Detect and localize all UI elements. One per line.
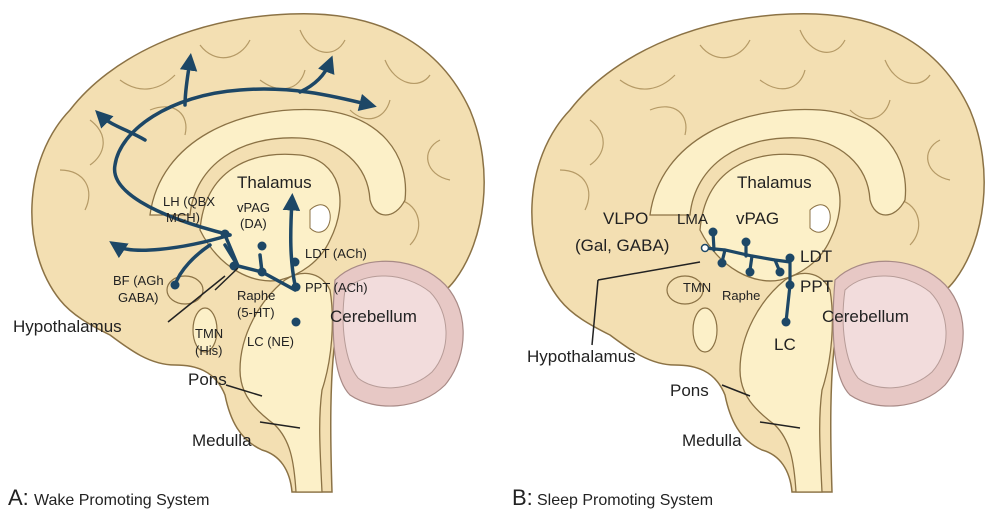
label-b-tmn: TMN	[683, 280, 711, 295]
label-medulla: Medulla	[192, 431, 252, 450]
label-b-vpag: vPAG	[736, 209, 779, 228]
label-b-pons: Pons	[670, 381, 709, 400]
vlpo-nucleus	[702, 245, 709, 252]
label-b-ldt: LDT	[800, 247, 832, 266]
label-pons: Pons	[188, 370, 227, 389]
label-lh-line1: LH (QBX	[163, 194, 215, 209]
label-b-thalamus: Thalamus	[737, 173, 812, 192]
raphe-nucleus	[258, 268, 267, 277]
label-lh-line2: MCH)	[166, 210, 200, 225]
lc-b-nucleus	[782, 318, 791, 327]
tmn-b-nucleus	[718, 259, 727, 268]
label-b-ppt: PPT	[800, 277, 833, 296]
label-tmn-line1: TMN	[195, 326, 223, 341]
label-raphe-line2: (5-HT)	[237, 305, 275, 320]
caption-b-letter: B:	[512, 485, 533, 510]
lh-nucleus	[221, 230, 230, 239]
label-cerebellum: Cerebellum	[330, 307, 417, 326]
vpag-b-nucleus	[742, 238, 751, 247]
label-b-hypothalamus: Hypothalamus	[527, 347, 636, 366]
panel-b: Thalamus VLPO (Gal, GABA) LMA vPAG LDT P…	[512, 14, 984, 510]
label-hypothalamus: Hypothalamus	[13, 317, 122, 336]
label-ldt: LDT (ACh)	[305, 246, 367, 261]
ppt-nucleus	[292, 283, 301, 292]
label-b-lc: LC	[774, 335, 796, 354]
caption-b-text: Sleep Promoting System	[537, 492, 713, 509]
vpag-nucleus	[258, 242, 267, 251]
panel-a: Thalamus LH (QBX MCH) vPAG (DA) LDT (ACh…	[8, 14, 484, 510]
raphe-b2-nucleus	[776, 268, 785, 277]
label-vlpo-line2: (Gal, GABA)	[575, 236, 669, 255]
caption-a-text: Wake Promoting System	[34, 492, 209, 509]
ldt-b-nucleus	[786, 254, 795, 263]
label-vlpo-line1: VLPO	[603, 209, 648, 228]
label-lc: LC (NE)	[247, 334, 294, 349]
raphe-b-nucleus	[746, 268, 755, 277]
label-bf-line2: GABA)	[118, 290, 158, 305]
bf-nucleus	[171, 281, 180, 290]
label-b-cerebellum: Cerebellum	[822, 307, 909, 326]
label-vpag-line1: vPAG	[237, 200, 270, 215]
label-lma: LMA	[677, 211, 708, 228]
caption-a-letter: A:	[8, 485, 29, 510]
label-tmn-line2: (His)	[195, 343, 222, 358]
label-raphe-line1: Raphe	[237, 288, 275, 303]
ppt-b-nucleus	[786, 281, 795, 290]
lc-nucleus	[292, 318, 301, 327]
label-bf-line1: BF (AGh	[113, 273, 164, 288]
label-vpag-line2: (DA)	[240, 216, 267, 231]
label-b-raphe: Raphe	[722, 288, 760, 303]
label-ppt: PPT (ACh)	[305, 280, 368, 295]
ldt-nucleus	[291, 258, 300, 267]
label-b-medulla: Medulla	[682, 431, 742, 450]
lma-nucleus	[709, 228, 718, 237]
label-thalamus: Thalamus	[237, 173, 312, 192]
